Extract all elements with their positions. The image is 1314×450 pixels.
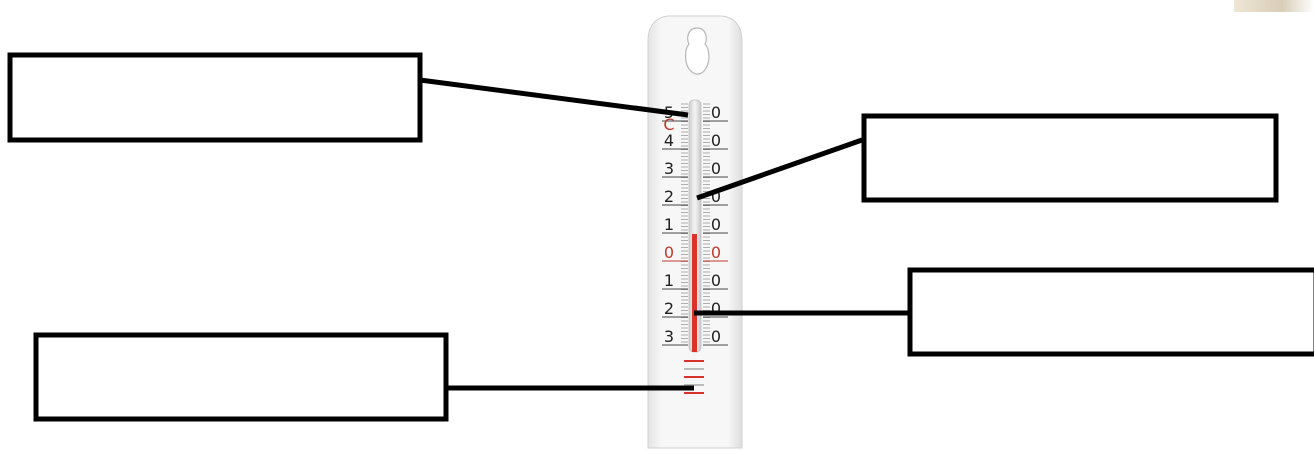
left-scale-label: 3 bbox=[664, 327, 674, 346]
left-scale-label: 2 bbox=[664, 187, 674, 206]
label-box[interactable] bbox=[861, 113, 1279, 203]
scale-ticks bbox=[681, 103, 710, 343]
thermometer: 543210123000000000C bbox=[647, 15, 743, 449]
label-top-left[interactable] bbox=[7, 52, 423, 143]
left-scale-label: 1 bbox=[664, 271, 674, 290]
left-scale-label: 1 bbox=[664, 215, 674, 234]
label-box[interactable] bbox=[7, 52, 423, 143]
label-bottom-left[interactable] bbox=[33, 332, 449, 422]
label-box[interactable] bbox=[907, 267, 1314, 357]
label-right-upper[interactable] bbox=[861, 113, 1279, 203]
left-scale-label: 4 bbox=[664, 131, 674, 150]
label-right-lower[interactable] bbox=[907, 267, 1314, 357]
bulb-mark bbox=[684, 360, 704, 362]
corner-photo-fragment bbox=[1234, 0, 1314, 12]
right-scale-label: 0 bbox=[711, 271, 721, 290]
right-scale-label: 0 bbox=[711, 103, 721, 122]
left-scale-label: 2 bbox=[664, 299, 674, 318]
leader-line-right-upper bbox=[696, 137, 863, 201]
left-scale-label: 0 bbox=[664, 243, 674, 262]
bulb-mark bbox=[684, 384, 704, 386]
right-scale-label: 0 bbox=[711, 187, 721, 206]
right-scale-label: 0 bbox=[711, 327, 721, 346]
right-scale-label: 0 bbox=[711, 299, 721, 318]
bulb-marks bbox=[684, 360, 704, 394]
right-scale-label: 0 bbox=[711, 131, 721, 150]
left-scale-label: 3 bbox=[664, 159, 674, 178]
leader-line-top-left bbox=[419, 77, 689, 118]
right-scale-label: 0 bbox=[711, 215, 721, 234]
right-scale-label: 0 bbox=[711, 159, 721, 178]
label-box[interactable] bbox=[33, 332, 449, 422]
bulb-mark bbox=[684, 376, 704, 378]
bulb-mark bbox=[684, 392, 704, 394]
right-scale-label: 0 bbox=[711, 243, 721, 262]
bulb-mark bbox=[684, 368, 704, 370]
unit-symbol: C bbox=[663, 115, 674, 134]
hanging-hole bbox=[685, 27, 710, 75]
mercury-column bbox=[692, 234, 697, 352]
